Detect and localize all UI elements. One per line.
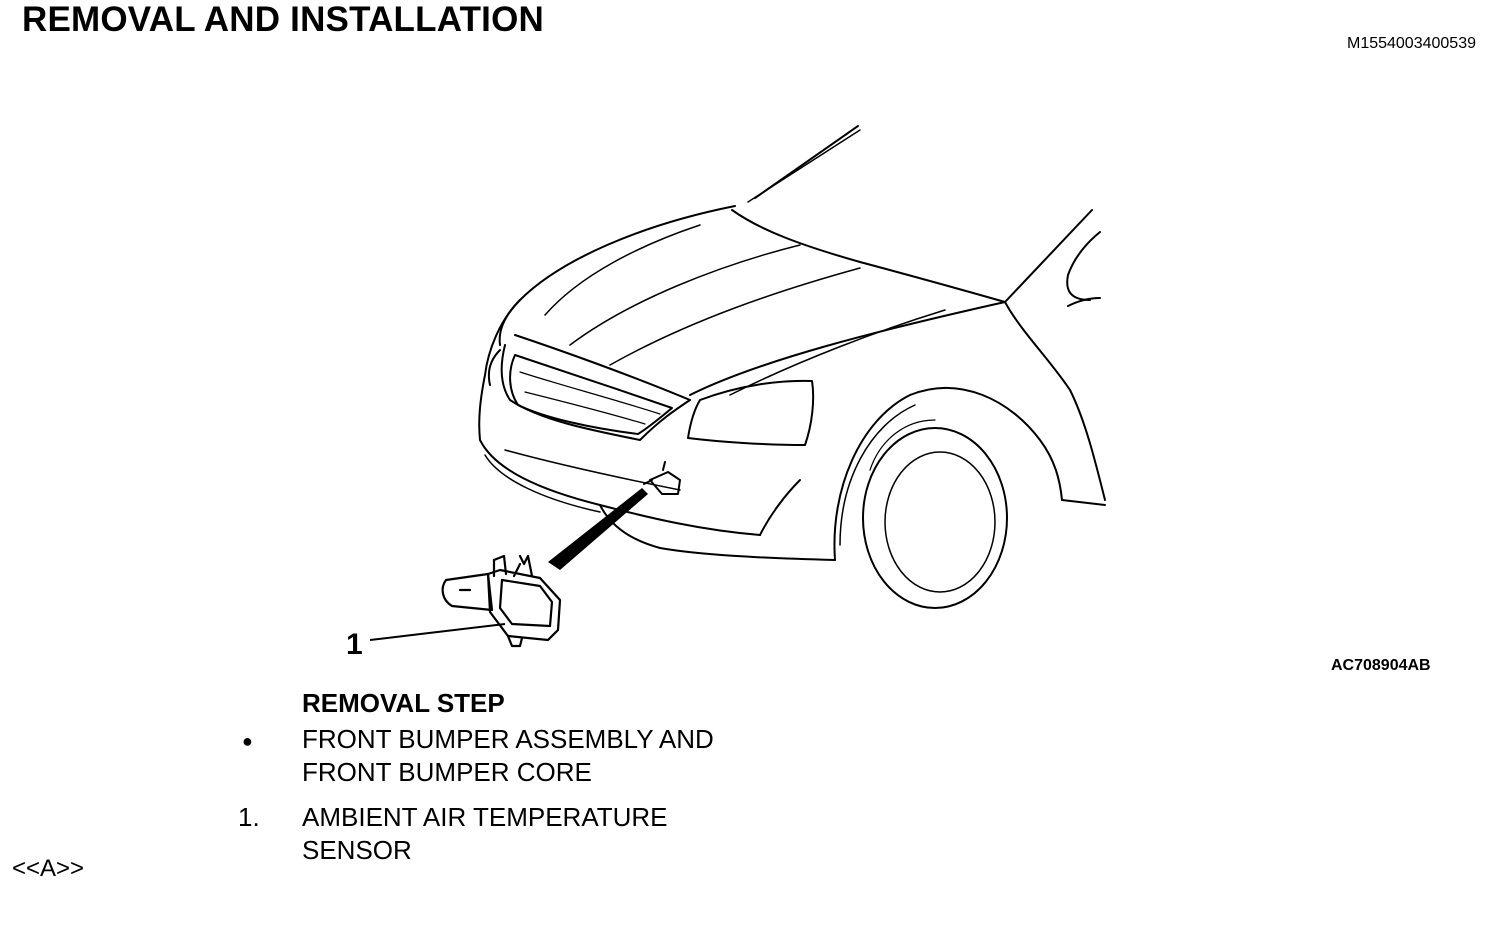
page-title: REMOVAL AND INSTALLATION: [22, 0, 544, 39]
removal-step-text: FRONT BUMPER ASSEMBLY AND FRONT BUMPER C…: [302, 724, 714, 787]
removal-steps-heading: REMOVAL STEP: [302, 688, 505, 718]
document-id: M1554003400539: [1346, 35, 1476, 52]
car-front-outline: [478, 125, 1106, 609]
pointer-wedge: [548, 488, 648, 570]
callout-leader: [369, 623, 506, 641]
bullet-icon: ●: [242, 731, 253, 751]
sensor-detail: [441, 554, 562, 648]
removal-step-item: ● FRONT BUMPER ASSEMBLY AND FRONT BUMPER…: [238, 723, 778, 789]
removal-step-text: AMBIENT AIR TEMPERATURE SENSOR: [302, 802, 668, 865]
removal-step-item: 1. AMBIENT AIR TEMPERATURE SENSOR: [238, 801, 778, 867]
step-number: 1.: [238, 802, 260, 832]
reference-label: <<A>>: [12, 855, 85, 882]
callout-number: 1: [346, 628, 363, 661]
figure-code: AC708904AB: [1331, 657, 1431, 674]
